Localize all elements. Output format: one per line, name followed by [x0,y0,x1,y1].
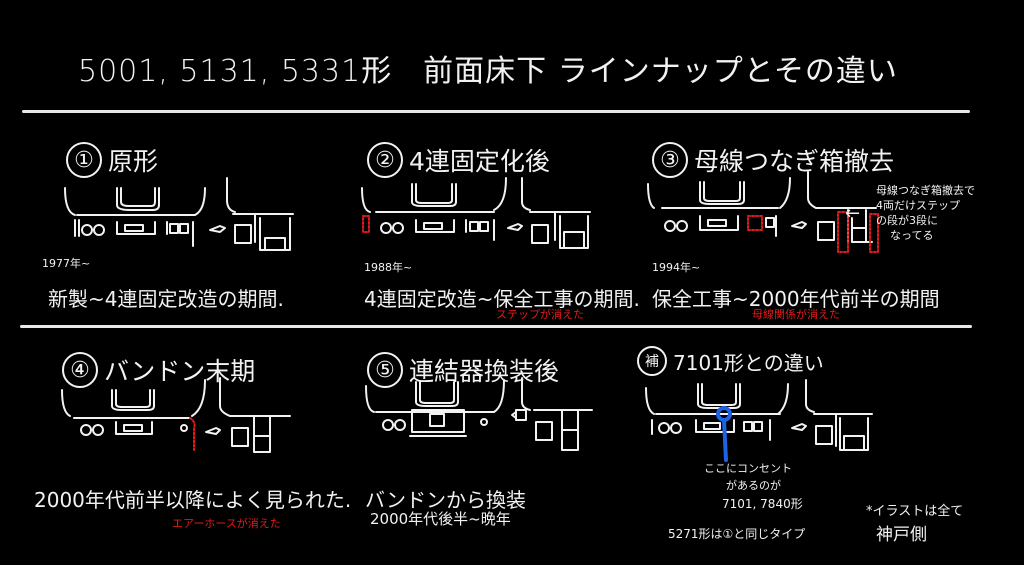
red-annotation: ステップが消えた [496,308,584,321]
panel-heading: 原形 [108,147,159,176]
panel-period: 2000年代前半以降によく見られた. [34,488,352,512]
note-line: があるのが [726,479,781,492]
panel-period: 保全工事~2000年代前半の期間 [652,287,940,311]
panel-period-line: 2000年代後半~晩年 [370,510,511,528]
panel-number: ③ [652,142,688,178]
note-line: 7101, 7840形 [722,497,803,511]
train-underfloor-diagram [647,171,879,253]
arrow-icon: ← [845,203,861,224]
panel-year: 1988年~ [364,261,413,274]
panel-period: 新製~4連固定改造の期間. [48,287,284,311]
red-annotation: 母線関係が消えた [752,308,840,321]
train-underfloor-diagram [361,177,591,249]
side-note-line: 母線つなぎ箱撤去で [876,184,975,197]
panel-heading: 4連固定化後 [409,147,550,176]
footnote-line: 神戸側 [876,525,927,545]
panel-number: ② [367,142,403,178]
page-title: 5001, 5131, 5331形 前面床下 ラインナップとその違い [78,54,898,89]
train-underfloor-diagram [645,379,873,462]
side-note-line: なってる [890,229,934,242]
panel-period: 4連固定改造~保全工事の期間. [364,287,640,311]
train-underfloor-diagram [365,377,593,451]
panel-heading: 連結器換装後 [409,357,560,386]
train-underfloor-diagram [61,377,291,453]
panel-heading: 母線つなぎ箱撤去 [694,147,895,176]
side-note-line: の段が3段に [876,214,938,227]
panel-number: ④ [62,352,98,388]
side-note-line: 4両だけステップ [876,199,960,212]
panel-heading: バンドン末期 [104,357,256,386]
panel-year: 1994年~ [652,261,701,274]
side-note: 母線つなぎ箱撤去で 4両だけステップ の段が3段に なってる [876,183,975,243]
panel-period-line: バンドンから換装 [365,488,526,512]
panel-number: ⑤ [367,352,403,388]
divider-top [22,110,970,113]
note-line: ここにコンセント [704,462,792,475]
footnote-line: *イラストは全て [866,504,964,519]
panel-number: 補 [637,346,667,376]
red-annotation: エアーホースが消えた [172,517,281,530]
divider-middle [20,325,972,328]
panel-number: ① [66,142,102,178]
note-line: 5271形は①と同じタイプ [668,527,806,541]
panel-year: 1977年~ [42,257,91,270]
panel-heading: 7101形との違い [673,350,824,375]
train-underfloor-diagram [64,177,294,251]
